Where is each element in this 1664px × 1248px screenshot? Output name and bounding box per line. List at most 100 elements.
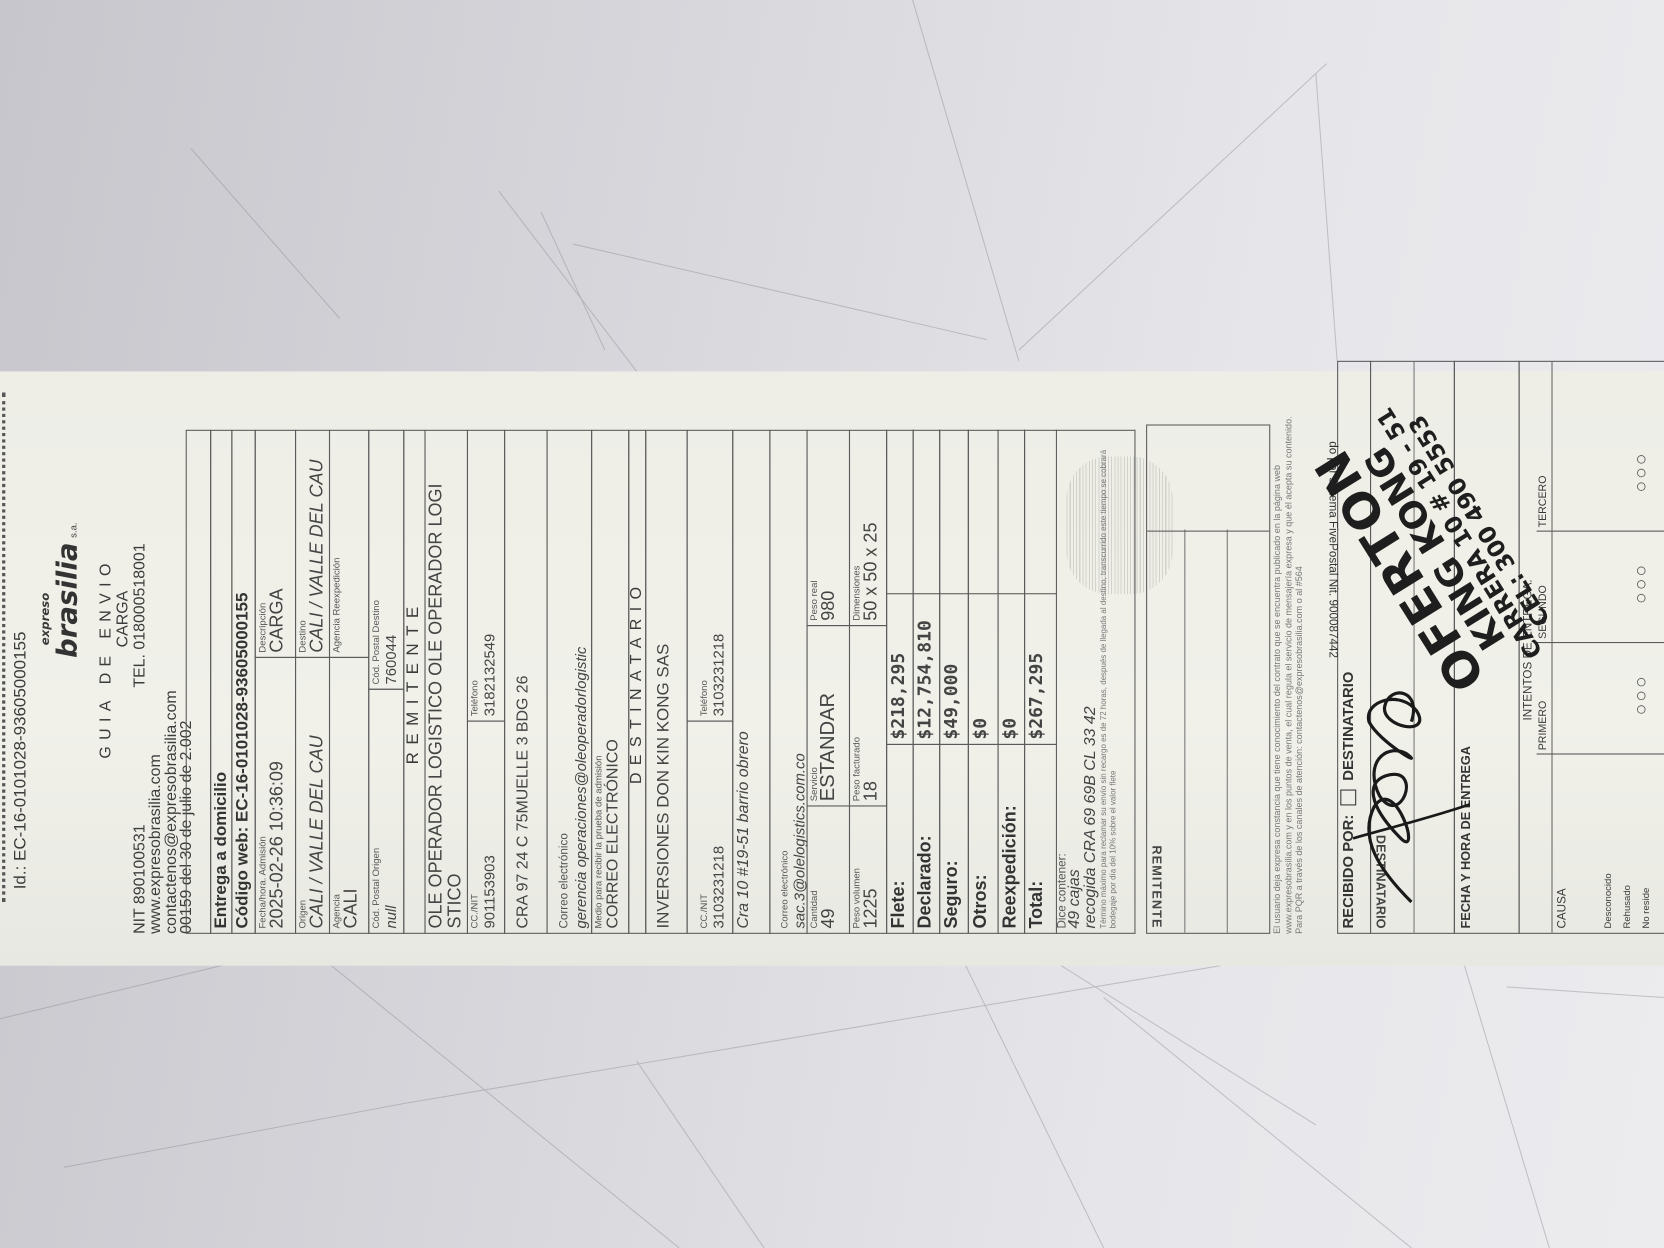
web-code-row: Código web: EC-16-0101028-93605000155 [231, 429, 256, 934]
attempt-first-options[interactable]: ○○○ [1630, 674, 1652, 716]
charge-label-cell: Otros: [967, 743, 999, 934]
document-subtitle: CARGA [113, 590, 132, 648]
charge-label: Otros: [969, 874, 991, 929]
charge-label: Total: [1026, 880, 1047, 929]
sender-phone-label: Teléfono [469, 680, 480, 717]
billed-weight: 18 [860, 781, 881, 802]
sender-id-label: CC./NIT [469, 894, 480, 929]
charge-value-cell: $218,295 [886, 593, 914, 745]
reexp-agency-label: Agencia Reexpedición [331, 557, 342, 653]
sender-address-cell: CRA 97 24 C 75MUELLE 3 BDG 26 [504, 429, 548, 934]
logo-suffix: s.a. [67, 522, 79, 538]
divider [1184, 529, 1186, 933]
sender-name-line2: STICO [444, 873, 465, 929]
sender-box-label: REMITENTE [1149, 845, 1165, 929]
charge-value: $218,295 [888, 652, 910, 740]
divider [1536, 530, 1664, 532]
sender-heading: REMITENTE [403, 429, 426, 934]
sender-address: CRA 97 24 C 75MUELLE 3 BDG 26 [513, 675, 532, 929]
recipient-id-label: CC./NIT [698, 894, 709, 929]
delivery-type: Entrega a domicilio [212, 771, 231, 929]
recipient-heading: DESTINATARIO [628, 429, 647, 934]
handwritten-signature [1352, 691, 1471, 904]
service: ESTANDAR [817, 692, 840, 802]
cause-label: CAUSA [1555, 888, 1569, 929]
charge-label: Reexpedición: [999, 805, 1020, 929]
logo-main: brasilia [51, 542, 84, 658]
origin: CALI / VALLE DEL CAU [306, 735, 327, 929]
charge-blank-cell [1024, 429, 1057, 595]
charge-value-cell: $0 [967, 593, 999, 745]
charge-value-cell: $0 [997, 593, 1026, 745]
company-phone: TEL. 018000518001 [130, 543, 149, 688]
sender-email-label: Correo electrónico [558, 833, 571, 929]
receipt-id: Id.: EC-16-0101028-93605000155 [11, 631, 30, 890]
sender-phone: 3182132549 [480, 633, 498, 717]
recipient-address-cell: Cra 10 #19-51 barrio obrero [732, 429, 771, 934]
web-code: EC-16-0101028-93605000155 [233, 592, 252, 822]
cause-refused: Rehusado [1621, 884, 1633, 929]
charge-value: $0 [999, 717, 1021, 740]
delivery-type-row: Entrega a domicilio [210, 429, 233, 934]
recipient-email-label: Correo electrónico [778, 850, 790, 929]
attempt-third-label: TERCERO [1537, 475, 1550, 528]
attempt-second-options[interactable]: ○○○ [1630, 562, 1652, 604]
charge-value-cell: $49,000 [939, 593, 969, 745]
company-logo: expreso brasilia s.a. [38, 522, 84, 658]
charge-label-cell: Declarado: [912, 743, 941, 934]
sender-email: gerencia operaciones@oleoperadorlogistic [571, 646, 589, 929]
charge-label: Seguro: [941, 860, 962, 929]
sender-name-cell: OLE OPERADOR LOGISTICO OLE OPERADOR LOGI… [424, 429, 468, 934]
origin-postal: null [382, 905, 400, 929]
charge-label-cell: Total: [1024, 743, 1057, 934]
proof-method-label: Medio para recibir la prueba de admisión [593, 755, 604, 929]
blank-row [185, 429, 212, 934]
cause-not-resident: No reside [1640, 887, 1652, 929]
attempt-third-options[interactable]: ○○○ [1630, 451, 1652, 493]
proof-method: CORREO ELECTRÓNICO [603, 739, 622, 929]
dest-postal-label: Cód. Postal Destino [370, 600, 381, 685]
destination: CALI / VALLE DEL CAU [306, 459, 327, 653]
origin-postal-label: Cód. Postal Origen [370, 847, 381, 929]
sender-signature-box: REMITENTE [1146, 424, 1271, 934]
charge-label-cell: Seguro: [939, 743, 969, 934]
logo-small: expreso [38, 592, 52, 646]
document-title: GUIA DE ENVIO [96, 557, 115, 759]
attempt-first-label: PRIMERO [1537, 700, 1550, 751]
billed-weight-label: Peso facturado [851, 736, 862, 802]
web-code-label: Código web: [233, 826, 252, 929]
sender-name-line1: OLE OPERADOR LOGISTICO OLE OPERADOR LOGI [425, 483, 446, 929]
charge-value: $12,754,810 [914, 620, 936, 740]
charge-value-cell: $12,754,810 [912, 593, 941, 745]
charge-blank-cell [967, 429, 999, 595]
sender-id: 901153903 [480, 855, 498, 929]
charge-label-cell: Flete: [886, 743, 914, 934]
legal-text: El usuario deja expresa constancia que t… [1271, 416, 1305, 934]
charge-blank-cell [997, 429, 1026, 595]
recipient-email: sac.3@olelogistics.com.co [790, 753, 808, 929]
divider [1536, 753, 1664, 755]
charge-label: Flete: [888, 880, 909, 929]
divider [1147, 530, 1271, 532]
barcode-strip [2, 392, 10, 903]
recipient-name: INVERSIONES DON KIN KONG SAS [654, 643, 673, 929]
